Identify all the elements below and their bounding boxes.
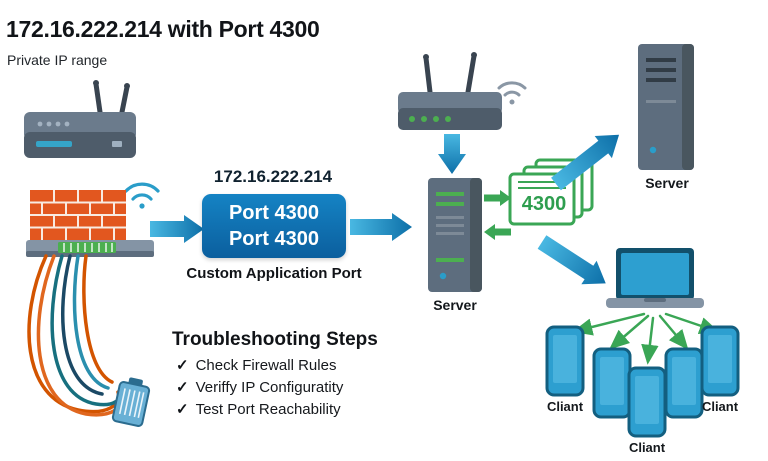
- troubleshooting-item: ✓ Veriffy IP Configuratity: [176, 378, 343, 396]
- firewall-icon: [30, 190, 126, 240]
- check-icon: ✓: [176, 379, 189, 396]
- subtitle-private-ip-range: Private IP range: [7, 52, 108, 68]
- server-right-label: Server: [645, 175, 689, 191]
- server-icon: [428, 178, 482, 292]
- phone-icon: [664, 347, 704, 419]
- custom-application-port-caption: Custom Application Port: [186, 265, 362, 282]
- router-icon: [24, 80, 136, 158]
- server-icon: [638, 44, 694, 170]
- packet-port-number: 4300: [521, 193, 567, 215]
- page-title: 172.16.222.214 with Port 4300: [6, 16, 320, 42]
- switch-icon: [26, 240, 154, 257]
- arrow-right-icon: [150, 215, 204, 243]
- arrow-down-right-icon: [537, 235, 606, 285]
- wireless-router-icon: [398, 52, 502, 130]
- troubleshooting-item: ✓ Check Firewall Rules: [176, 356, 336, 374]
- troubleshooting-item-text: Test Port Reachability: [195, 401, 341, 418]
- rj45-connector-icon: [111, 377, 151, 427]
- phone-icon: [545, 325, 585, 397]
- troubleshooting-heading: Troubleshooting Steps: [172, 329, 378, 350]
- troubleshooting-item-text: Check Firewall Rules: [195, 357, 337, 374]
- troubleshooting-item: ✓ Test Port Reachability: [176, 400, 341, 418]
- check-icon: ✓: [176, 357, 189, 374]
- phone-icon: [592, 347, 632, 419]
- server-middle-label: Server: [433, 297, 477, 313]
- phone-icon: [700, 325, 740, 397]
- cables: [27, 254, 124, 417]
- troubleshooting-item-text: Veriffy IP Configuratity: [195, 379, 344, 396]
- arrow-down-icon: [438, 134, 466, 174]
- check-icon: ✓: [176, 401, 189, 418]
- wifi-icon: [124, 182, 160, 209]
- client-right-label: Cliant: [701, 399, 739, 414]
- port-panel: Port 4300 Port 4300: [202, 194, 346, 258]
- wifi-icon: [497, 81, 527, 105]
- arrow-right-icon: [350, 213, 412, 241]
- laptop-icon: [606, 248, 704, 308]
- port-line-2: Port 4300: [228, 228, 320, 250]
- green-arrow-right-icon: [484, 190, 511, 206]
- phone-icon: [627, 366, 667, 438]
- ip-address-label: 172.16.222.214: [213, 167, 333, 186]
- port-line-1: Port 4300: [228, 202, 320, 224]
- green-arrow-left-icon: [484, 224, 511, 240]
- client-left-label: Cliant: [546, 399, 584, 414]
- arrow-up-right-icon: [551, 134, 620, 191]
- client-center-label: Cliant: [628, 440, 666, 455]
